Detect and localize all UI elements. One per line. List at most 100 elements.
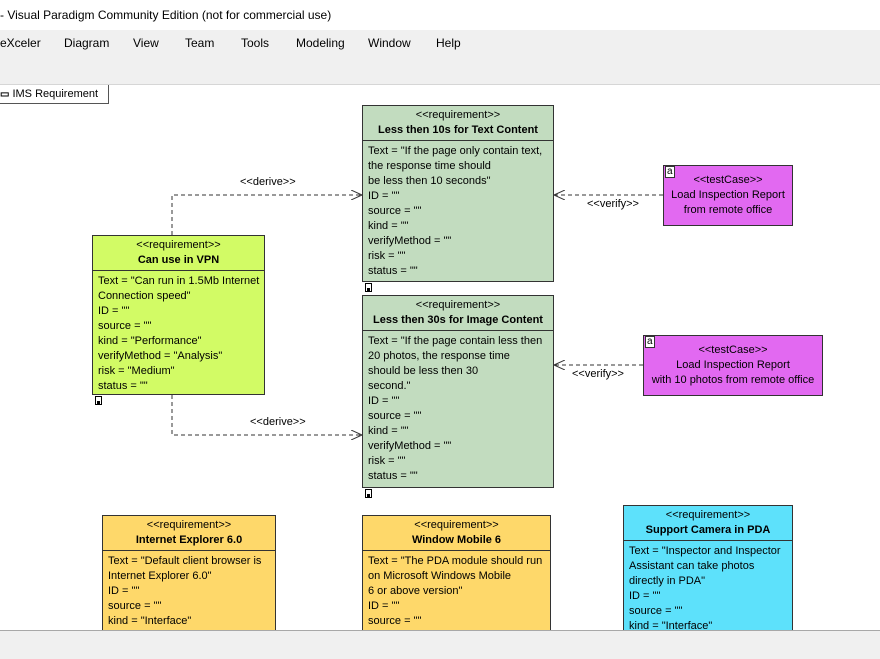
requirement-header: <<requirement>> Support Camera in PDA	[624, 506, 792, 541]
menu-team[interactable]: Team	[185, 36, 215, 50]
attribute-line: source = ""	[108, 600, 162, 612]
attribute-line: Text = "If the page contain less then	[368, 335, 543, 347]
attribute-line: verifyMethod = ""	[368, 235, 452, 247]
requirement-name: Less then 10s for Text Content	[378, 124, 538, 136]
requirement-less-then-30s[interactable]: <<requirement>> Less then 30s for Image …	[362, 295, 554, 488]
attribute-line: status = ""	[368, 265, 418, 277]
stereotype-label: <<testCase>>	[698, 344, 768, 356]
attribute-line: source = ""	[368, 205, 422, 217]
derive-label-top: <<derive>>	[240, 176, 296, 188]
requirement-header: <<requirement>> Internet Explorer 6.0	[103, 516, 275, 551]
attribute-line: Text = "If the page only contain text,	[368, 145, 543, 157]
requirement-header: <<requirement>> Can use in VPN	[93, 236, 264, 271]
menu-tools[interactable]: Tools	[241, 36, 270, 50]
stereotype-label: <<testCase>>	[693, 174, 763, 186]
requirement-internet-explorer[interactable]: <<requirement>> Internet Explorer 6.0 Te…	[102, 515, 276, 630]
attribute-line: risk = "Medium"	[98, 365, 175, 377]
attribute-line: second."	[368, 380, 411, 392]
attribute-line: Internet Explorer 6.0"	[108, 570, 212, 582]
document-icon[interactable]	[365, 283, 372, 292]
testcase-name-line: Load Inspection Report	[676, 359, 790, 371]
document-icon[interactable]	[95, 396, 102, 405]
menu-view[interactable]: View	[133, 36, 159, 50]
derive-label-bottom: <<derive>>	[250, 416, 306, 428]
menu-bar: eXceler Diagram View Team Tools Modeling…	[0, 30, 880, 56]
attribute-line: verifyMethod = "Analysis"	[98, 350, 223, 362]
attribute-line: Connection speed"	[98, 290, 191, 302]
attribute-line: the response time should	[368, 160, 491, 172]
attribute-line: Text = "Default client browser is	[108, 555, 262, 567]
attribute-line: risk = ""	[368, 455, 406, 467]
attribute-line: ID = ""	[368, 600, 400, 612]
stereotype-label: <<requirement>>	[414, 519, 499, 531]
verify-label-bottom: <<verify>>	[572, 368, 624, 380]
menu-help[interactable]: Help	[436, 36, 461, 50]
diagram-canvas[interactable]: ▭IMS Requirement <<derive>> <<derive>> <…	[0, 85, 880, 630]
menu-window[interactable]: Window	[368, 36, 411, 50]
window-title: - Visual Paradigm Community Edition (not…	[0, 8, 332, 22]
diagram-tab-label: IMS Requirement	[12, 88, 99, 100]
requirement-window-mobile[interactable]: <<requirement>> Window Mobile 6 Text = "…	[362, 515, 551, 630]
document-icon[interactable]	[365, 489, 372, 498]
attribute-line: ID = ""	[368, 190, 400, 202]
verify-label-top: <<verify>>	[587, 198, 639, 210]
requirement-support-camera[interactable]: <<requirement>> Support Camera in PDA Te…	[623, 505, 793, 630]
stereotype-label: <<requirement>>	[146, 519, 232, 531]
attribute-line: directly in PDA"	[629, 575, 706, 587]
attribute-line: verifyMethod = ""	[368, 440, 452, 452]
requirement-attributes: Text = "The PDA module should run on Mic…	[363, 551, 550, 630]
testcase-name-line: with 10 photos from remote office	[651, 374, 815, 386]
diagram-tab[interactable]: ▭IMS Requirement	[0, 85, 110, 104]
stereotype-label: <<requirement>>	[415, 299, 501, 311]
testcase-marker: a	[645, 336, 655, 348]
attribute-line: 6 or above version"	[368, 585, 463, 597]
requirement-attributes: Text = "Can run in 1.5Mb Internet Connec…	[93, 271, 264, 394]
requirement-header: <<requirement>> Window Mobile 6	[363, 516, 550, 551]
requirement-less-then-10s[interactable]: <<requirement>> Less then 10s for Text C…	[362, 105, 554, 282]
attribute-line: kind = "Interface"	[629, 620, 713, 630]
derive-connector-bottom[interactable]	[171, 395, 362, 435]
attribute-line: Assistant can take photos	[629, 560, 755, 572]
requirement-attributes: Text = "Default client browser is Intern…	[103, 551, 275, 630]
attribute-line: kind = "Interface"	[108, 615, 192, 627]
testcase-load-report-photos[interactable]: a <<testCase>> Load Inspection Report wi…	[643, 335, 823, 396]
attribute-line: risk = ""	[368, 250, 406, 262]
attribute-line: ID = ""	[629, 590, 661, 602]
attribute-line: Text = "Inspector and Inspector	[629, 545, 781, 557]
attribute-line: status = ""	[368, 470, 418, 482]
requirement-attributes: Text = "If the page only contain text, t…	[363, 141, 553, 281]
requirement-name: Can use in VPN	[137, 254, 220, 266]
stereotype-label: <<requirement>>	[665, 509, 751, 521]
attribute-line: source = ""	[98, 320, 152, 332]
stereotype-label: <<requirement>>	[136, 239, 221, 251]
diagram-icon: ▭	[0, 89, 10, 100]
menu-modeling[interactable]: Modeling	[296, 36, 345, 50]
connectors-layer	[171, 85, 663, 630]
requirement-name: Window Mobile 6	[411, 534, 502, 546]
requirement-header: <<requirement>> Less then 30s for Image …	[363, 296, 553, 331]
toolbar	[0, 56, 880, 85]
stereotype-label: <<requirement>>	[415, 109, 501, 121]
attribute-line: be less then 10 seconds"	[368, 175, 491, 187]
requirement-can-use-in-vpn[interactable]: <<requirement>> Can use in VPN Text = "C…	[92, 235, 265, 395]
attribute-line: kind = "Performance"	[98, 335, 202, 347]
requirement-attributes: Text = "Inspector and Inspector Assistan…	[624, 541, 792, 630]
menu-excelerator[interactable]: eXceler	[0, 36, 41, 50]
attribute-line: source = ""	[629, 605, 683, 617]
attribute-line: kind = ""	[368, 425, 409, 437]
attribute-line: source = ""	[368, 410, 422, 422]
menu-diagram[interactable]: Diagram	[64, 36, 110, 50]
attribute-line: kind = ""	[368, 220, 409, 232]
attribute-line: source = ""	[368, 615, 422, 627]
title-bar: - Visual Paradigm Community Edition (not…	[0, 0, 880, 30]
attribute-line: ID = ""	[98, 305, 130, 317]
testcase-load-report-remote[interactable]: a <<testCase>> Load Inspection Report fr…	[663, 165, 793, 226]
requirement-name: Less then 30s for Image Content	[373, 314, 543, 326]
testcase-name-line: Load Inspection Report	[671, 189, 785, 201]
attribute-line: ID = ""	[368, 395, 400, 407]
requirement-header: <<requirement>> Less then 10s for Text C…	[363, 106, 553, 141]
requirement-name: Support Camera in PDA	[645, 524, 771, 536]
attribute-line: Text = "Can run in 1.5Mb Internet	[98, 275, 260, 287]
derive-connector-top[interactable]	[171, 195, 362, 235]
attribute-line: status = ""	[98, 380, 148, 392]
